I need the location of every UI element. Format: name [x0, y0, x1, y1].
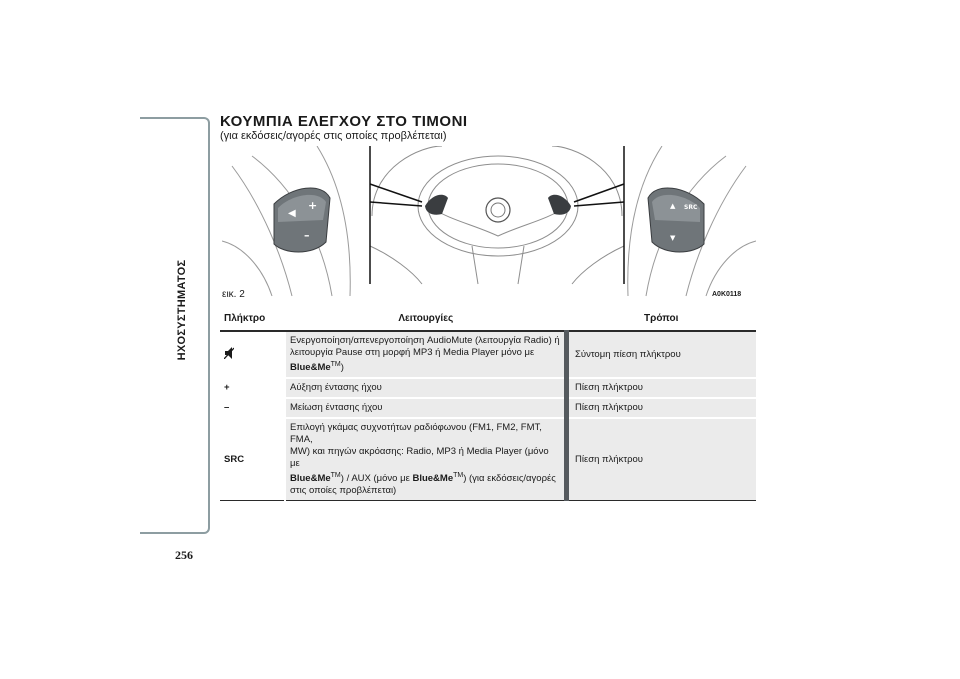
figure-caption: εικ. 2 [222, 289, 245, 300]
plus-function-cell: Αύξηση έντασης ήχου [284, 378, 567, 400]
brand-emblem [485, 197, 511, 223]
figure-code: A0K0118 [712, 291, 742, 298]
page-margin-bracket [140, 117, 210, 534]
minus-function-cell: Μείωση έντασης ήχου [284, 398, 567, 420]
table-row: – Μείωση έντασης ήχου Πίεση πλήκτρου [220, 398, 756, 420]
left-plus-label: + [308, 199, 317, 212]
table-header-row: Πλήκτρο Λειτουργίες Τρόποι [220, 309, 756, 332]
steering-wheel-figure: ◀ + – [222, 146, 756, 297]
minus-key-cell: – [220, 398, 285, 420]
src-function-cell: Επιλογή γκάμας συχνοτήτων ραδιόφωνου (FM… [284, 418, 567, 502]
controls-table: Πλήκτρο Λειτουργίες Τρόποι Ενεργοποίηση/… [220, 309, 756, 502]
minus-mode-cell: Πίεση πλήκτρου [564, 398, 756, 420]
src-key-cell: SRC [220, 418, 285, 502]
mute-icon [223, 346, 235, 360]
mute-function-cell: Ενεργοποίηση/απενεργοποίηση AudioMute (λ… [284, 331, 567, 380]
page-subtitle: (για εκδόσεις/αγορές στις οποίες προβλέπ… [220, 130, 447, 142]
chapter-tab: ΗΧΟΣΥΣΤΗΜΑΤΟΣ [172, 250, 192, 370]
src-mode-cell: Πίεση πλήκτρου [564, 418, 756, 502]
right-src-label: SRC [684, 204, 698, 211]
left-button-cluster: ◀ + – [273, 187, 331, 253]
page-number: 256 [175, 548, 193, 562]
down-arrow-icon: ▼ [670, 234, 676, 242]
plus-key-cell: + [220, 378, 285, 400]
plus-mode-cell: Πίεση πλήκτρου [564, 378, 756, 400]
mute-key-cell [220, 331, 285, 380]
table-row: Ενεργοποίηση/απενεργοποίηση AudioMute (λ… [220, 331, 756, 380]
center-wheel-panel [369, 146, 625, 285]
table-row: SRC Επιλογή γκάμας συχνοτήτων ραδιόφωνου… [220, 418, 756, 502]
up-arrow-icon: ▲ [670, 202, 676, 210]
mute-icon: ◀ [288, 208, 296, 219]
right-button-cluster: ▲ SRC ▼ [647, 187, 705, 253]
header-modes: Τρόποι [566, 309, 756, 332]
chapter-label: ΗΧΟΣΥΣΤΗΜΑΤΟΣ [176, 259, 188, 361]
left-minus-label: – [304, 229, 310, 242]
table-row: + Αύξηση έντασης ήχου Πίεση πλήκτρου [220, 378, 756, 400]
mute-mode-cell: Σύντομη πίεση πλήκτρου [564, 331, 756, 380]
header-key: Πλήκτρο [220, 309, 285, 332]
header-functions: Λειτουργίες [285, 309, 567, 332]
page-title: ΚΟΥΜΠΙΑ ΕΛΕΓΧΟΥ ΣΤΟ ΤΙΜΟΝΙ [220, 113, 468, 130]
